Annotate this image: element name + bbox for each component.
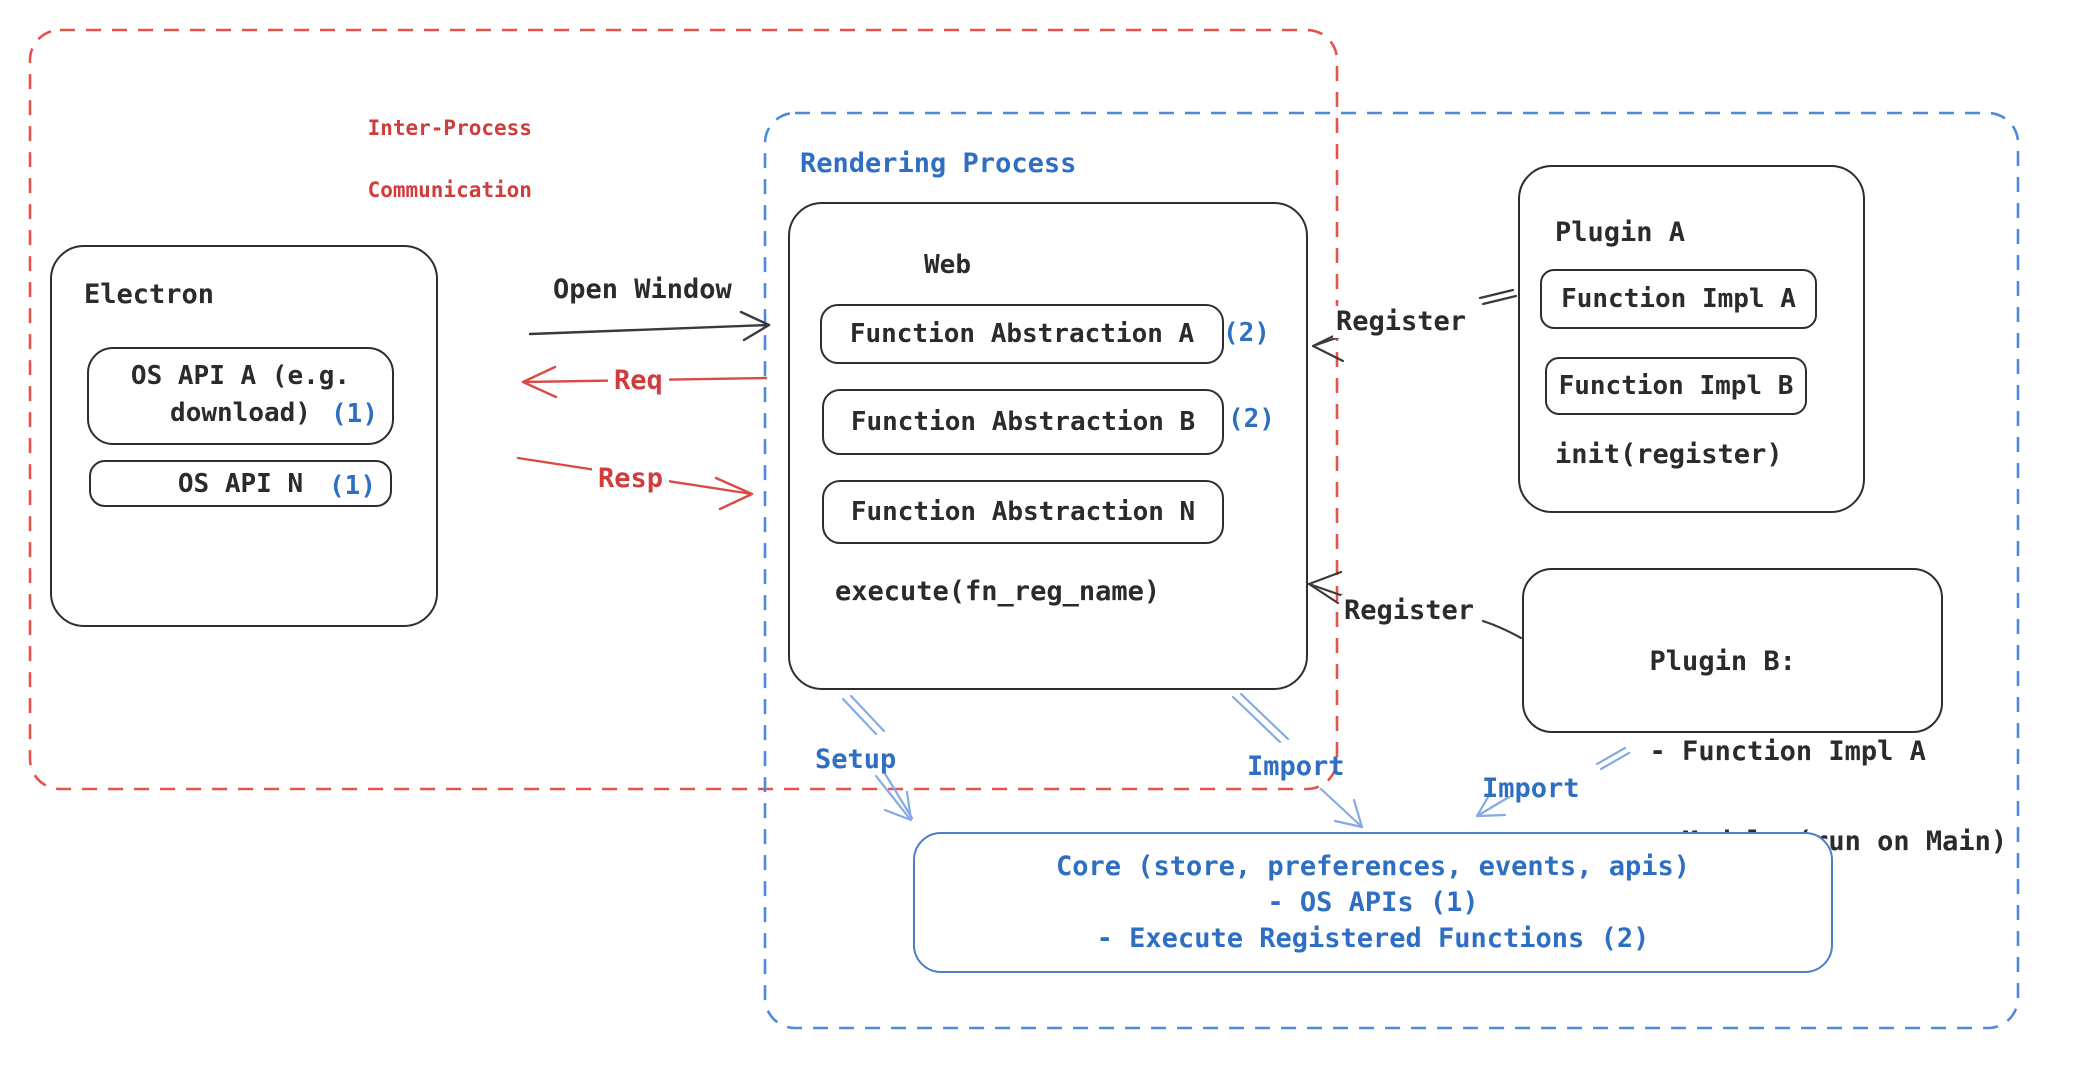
open-window-arrow — [528, 310, 771, 342]
os-api-a-label: OS API A (e.g. download) — [131, 359, 350, 433]
register-plugin-b-label: Register — [1341, 595, 1478, 628]
function-abstraction-n-box: Function Abstraction N — [822, 480, 1224, 544]
web-title: Web — [924, 250, 971, 280]
plugin-b-content: Plugin B: - Function Impl A - Module (ru… — [1552, 594, 2008, 909]
web-box: Web Function Abstraction A (2) Function … — [788, 202, 1308, 690]
function-impl-a-label: Function Impl A — [1561, 284, 1796, 314]
function-abstraction-b-label: Function Abstraction B — [850, 407, 1196, 437]
ipc-label-line2: Communication — [367, 178, 532, 202]
resp-label: Resp — [592, 463, 670, 496]
register-plugin-a-label: Register — [1333, 306, 1470, 339]
core-line-3: - Execute Registered Functions (2) — [1096, 922, 1650, 954]
function-abstraction-n-label: Function Abstraction N — [850, 497, 1196, 527]
function-impl-b-box: Function Impl B — [1545, 357, 1807, 415]
core-line-1: Core (store, preferences, events, apis) — [1056, 850, 1690, 882]
core-content: Core (store, preferences, events, apis) … — [1056, 849, 1690, 957]
os-api-a-line2: download) — [170, 398, 311, 428]
core-box: Core (store, preferences, events, apis) … — [913, 832, 1833, 973]
os-api-a-line1: OS API A (e.g. — [130, 361, 351, 391]
function-abstraction-a-box: Function Abstraction A — [820, 304, 1224, 364]
plugin-b-box: Plugin B: - Function Impl A - Module (ru… — [1522, 568, 2007, 857]
function-abstraction-b-badge: (2) — [1228, 404, 1275, 434]
setup-label: Setup — [815, 744, 897, 775]
function-impl-a-box: Function Impl A — [1540, 269, 1817, 329]
import-web-label: Import — [1247, 751, 1345, 782]
plugin-a-title: Plugin A — [1555, 217, 1686, 248]
plugin-b-item-impl-a: - Function Impl A — [1649, 736, 1926, 767]
function-abstraction-a-label: Function Abstraction A — [849, 319, 1195, 349]
electron-box: Electron OS API A (e.g. download) (1) OS… — [50, 245, 438, 627]
function-abstraction-b-box: Function Abstraction B — [822, 389, 1224, 455]
ipc-label-line1: Inter-Process — [367, 116, 532, 140]
init-register-label: init(register) — [1555, 439, 1783, 470]
function-abstraction-a-badge: (2) — [1223, 318, 1270, 348]
os-api-n-badge: (1) — [329, 471, 376, 501]
electron-title: Electron — [84, 279, 215, 310]
plugin-a-box: Plugin A Function Impl A Function Impl B… — [1518, 165, 1865, 513]
os-api-a-box: OS API A (e.g. download) (1) — [87, 347, 394, 445]
req-label: Req — [608, 365, 669, 398]
os-api-n-box: OS API N (1) — [89, 460, 392, 507]
execute-label: execute(fn_reg_name) — [835, 576, 1161, 607]
plugin-b-title: Plugin B: — [1649, 646, 1796, 677]
os-api-n-label: OS API N — [177, 468, 304, 499]
import-plugin-b-label: Import — [1482, 773, 1580, 804]
function-impl-b-label: Function Impl B — [1558, 371, 1794, 401]
open-window-label: Open Window — [553, 274, 732, 305]
rendering-region-label: Rendering Process — [800, 148, 1077, 179]
os-api-a-badge: (1) — [331, 399, 378, 429]
core-line-2: - OS APIs (1) — [1267, 886, 1479, 918]
ipc-region-label: Inter-Process Communication — [317, 82, 532, 237]
